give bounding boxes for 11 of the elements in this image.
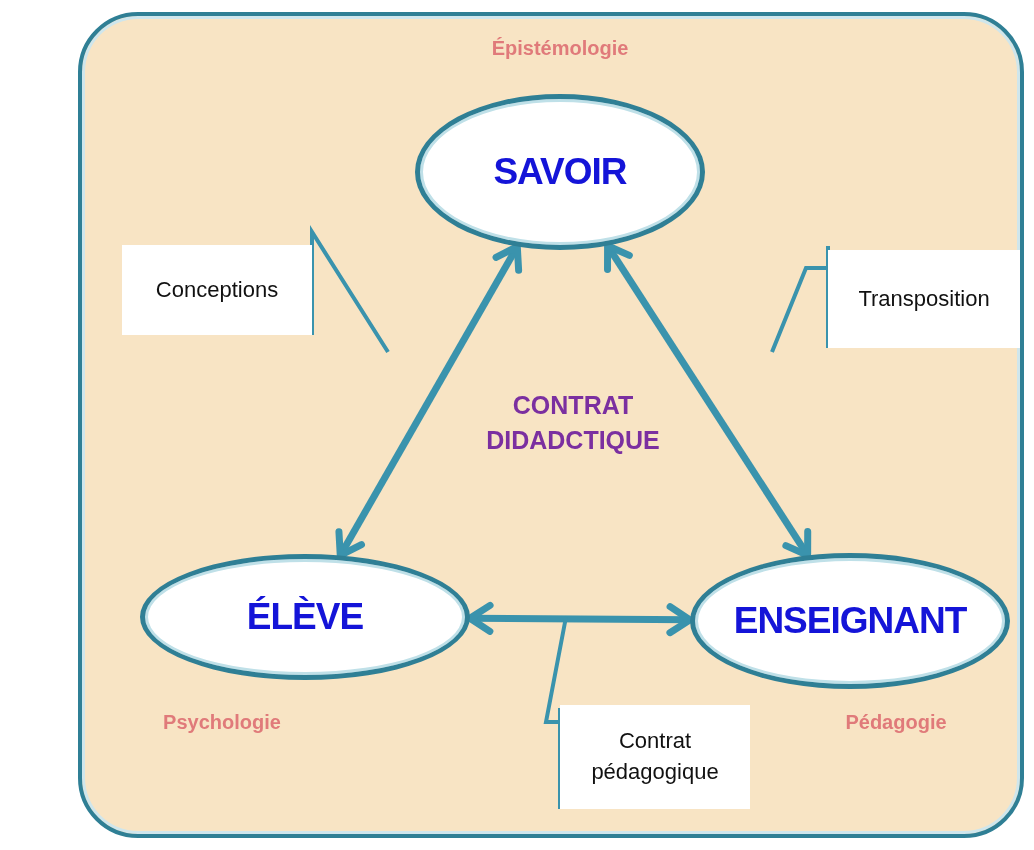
discipline-label: Épistémologie [490,36,630,61]
double-arrow [335,243,523,559]
callout-box: Contrat pédagogique [560,705,750,809]
discipline-label: Psychologie [162,710,282,735]
discipline-label: Pédagogie [844,710,948,735]
callout-box: Transposition [828,250,1020,348]
double-arrow [604,242,812,559]
callout-box: Conceptions [122,245,312,335]
center-label: CONTRAT DIDADCTIQUE [485,389,661,456]
leader-line [770,244,830,353]
leader-line [310,225,390,354]
